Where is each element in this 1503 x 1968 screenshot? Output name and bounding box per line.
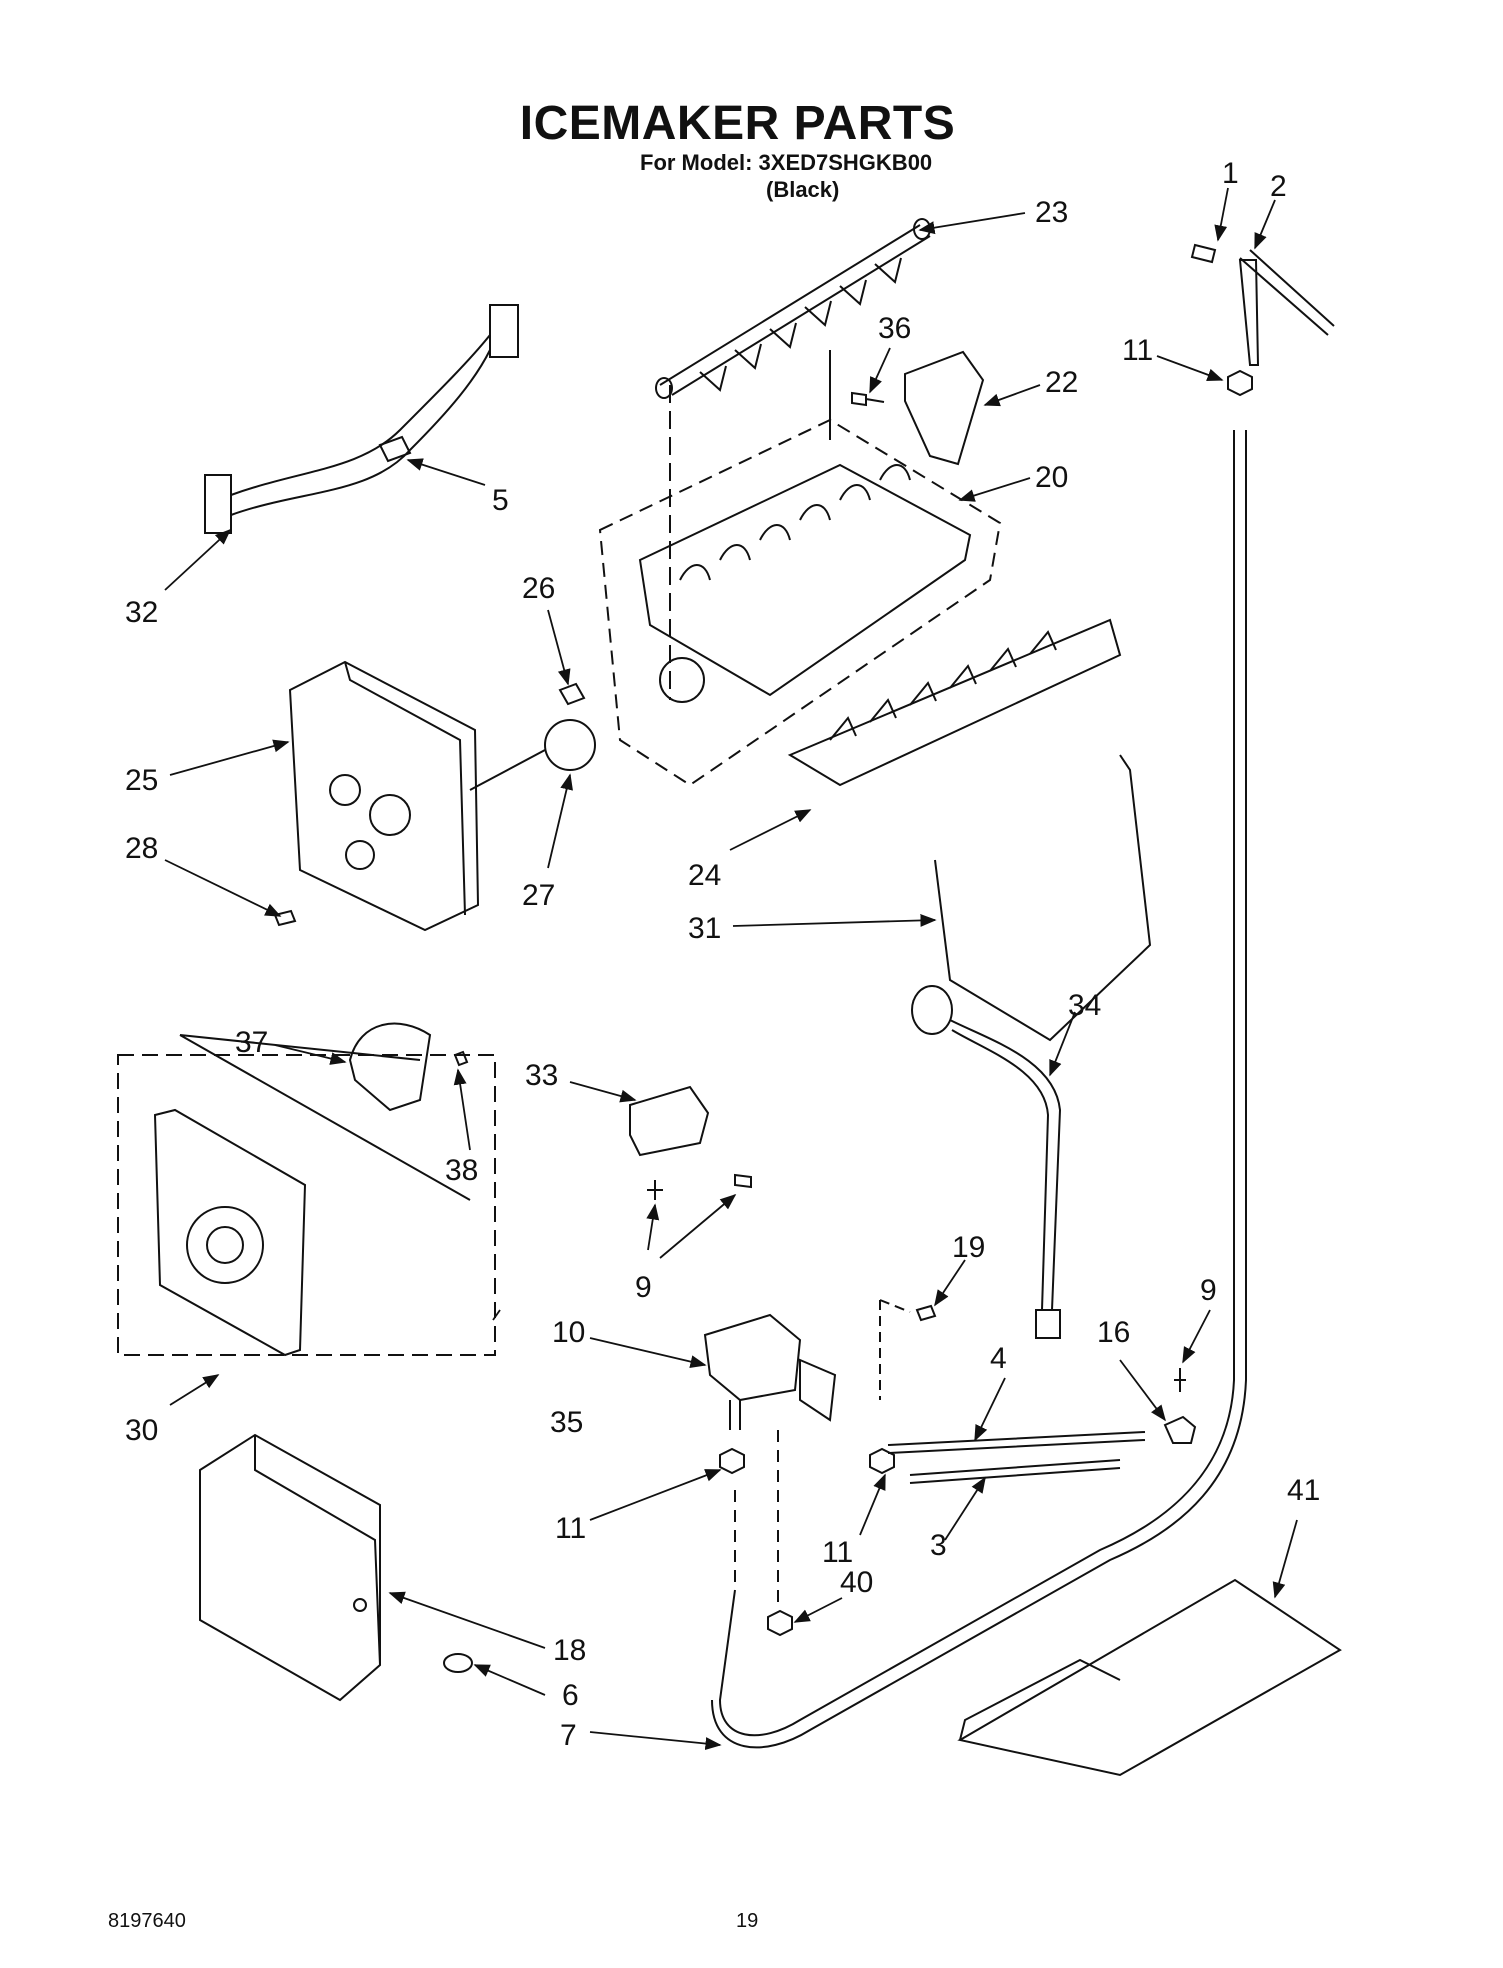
callout-3: 3: [930, 1529, 947, 1562]
callout-23: 23: [1035, 196, 1068, 229]
thermostat-clip-part: [558, 682, 586, 706]
screw-36-part: [851, 391, 885, 407]
shutoff-arm-part: [934, 754, 1152, 1042]
callout-27: 27: [522, 879, 555, 912]
fill-tube-part: [718, 430, 1235, 1737]
callout-40: 40: [840, 1566, 873, 1599]
wire-harness-part: [204, 304, 519, 534]
screw-38-part: [453, 1050, 469, 1067]
callout-31: 31: [688, 912, 721, 945]
callout-10: 10: [552, 1316, 585, 1349]
nut-11b-part: [719, 1447, 745, 1475]
callout-7: 7: [560, 1719, 577, 1752]
callout-24: 24: [688, 859, 721, 892]
callout-33: 33: [525, 1059, 558, 1092]
callout-11-top: 11: [1122, 334, 1153, 367]
water-valve-part: [703, 1313, 837, 1430]
tube-3-part: [909, 1459, 1121, 1484]
mold-cavities-part: [679, 464, 911, 581]
screw-28-part: [273, 909, 297, 927]
inlet-hose-part: [911, 985, 1062, 1339]
callout-37: 37: [235, 1026, 268, 1059]
plug-part: [443, 1653, 473, 1673]
clamp-16-part: [1163, 1415, 1197, 1444]
control-housing-part: [288, 660, 480, 932]
callout-9-left: 9: [635, 1271, 652, 1304]
callout-16: 16: [1097, 1316, 1130, 1349]
nut-40-part: [767, 1609, 793, 1637]
callout-6: 6: [562, 1679, 579, 1712]
callout-5: 5: [492, 484, 509, 517]
stripper-part: [787, 618, 1122, 787]
fill-cup-clamp-part: [1190, 243, 1335, 366]
callout-11-left: 11: [555, 1512, 586, 1545]
mold-outline-part: [598, 418, 1002, 787]
fill-cup-part: [904, 350, 985, 466]
parts-artwork: [117, 218, 1342, 1777]
module-plate-part: [153, 1108, 307, 1357]
callout-35: 35: [550, 1406, 583, 1439]
tube-bracket-part: [957, 1578, 1342, 1777]
module-cover-part: [348, 1022, 432, 1112]
page-title: ICEMAKER PARTS: [519, 97, 956, 150]
callout-25: 25: [125, 764, 158, 797]
callout-34: 34: [1068, 989, 1101, 1022]
callout-38: 38: [445, 1154, 478, 1187]
model-line: For Model: 3XED7SHGKB00: [640, 150, 933, 175]
leader-lines: [164, 187, 1298, 1750]
callout-2: 2: [1270, 170, 1287, 203]
callout-labels: 1 2 23 36 22 11 20 5 32 26 25 28 27 24 3…: [125, 157, 1320, 1752]
thermostat-part: [544, 719, 596, 771]
callout-11-mid: 11: [822, 1536, 853, 1569]
page-number: 19: [736, 1910, 759, 1932]
callout-28: 28: [125, 832, 158, 865]
bracket-part: [629, 1085, 710, 1157]
model-variant: (Black): [766, 177, 840, 202]
cover-box-part: [199, 1433, 381, 1702]
nut-11a-part: [1227, 369, 1253, 397]
module-group-outline: [117, 1054, 496, 1356]
callout-36: 36: [878, 312, 911, 345]
document-number: 8197640: [108, 1910, 186, 1932]
mold-body-part: [638, 463, 972, 697]
callout-18: 18: [553, 1634, 586, 1667]
callout-30: 30: [125, 1414, 158, 1447]
ejector-rail-part: [655, 218, 931, 399]
harness-clip-part: [378, 435, 412, 463]
callout-20: 20: [1035, 461, 1068, 494]
callout-1: 1: [1222, 157, 1239, 190]
callout-26: 26: [522, 572, 555, 605]
callout-32: 32: [125, 596, 158, 629]
mold-heater-part: [659, 657, 705, 703]
callout-41: 41: [1287, 1474, 1320, 1507]
callout-22: 22: [1045, 366, 1078, 399]
callout-19: 19: [952, 1231, 985, 1264]
nut-11c-part: [869, 1447, 895, 1475]
callout-4: 4: [990, 1342, 1007, 1375]
callout-9-right: 9: [1200, 1274, 1217, 1307]
tube-4-part: [887, 1431, 1146, 1454]
